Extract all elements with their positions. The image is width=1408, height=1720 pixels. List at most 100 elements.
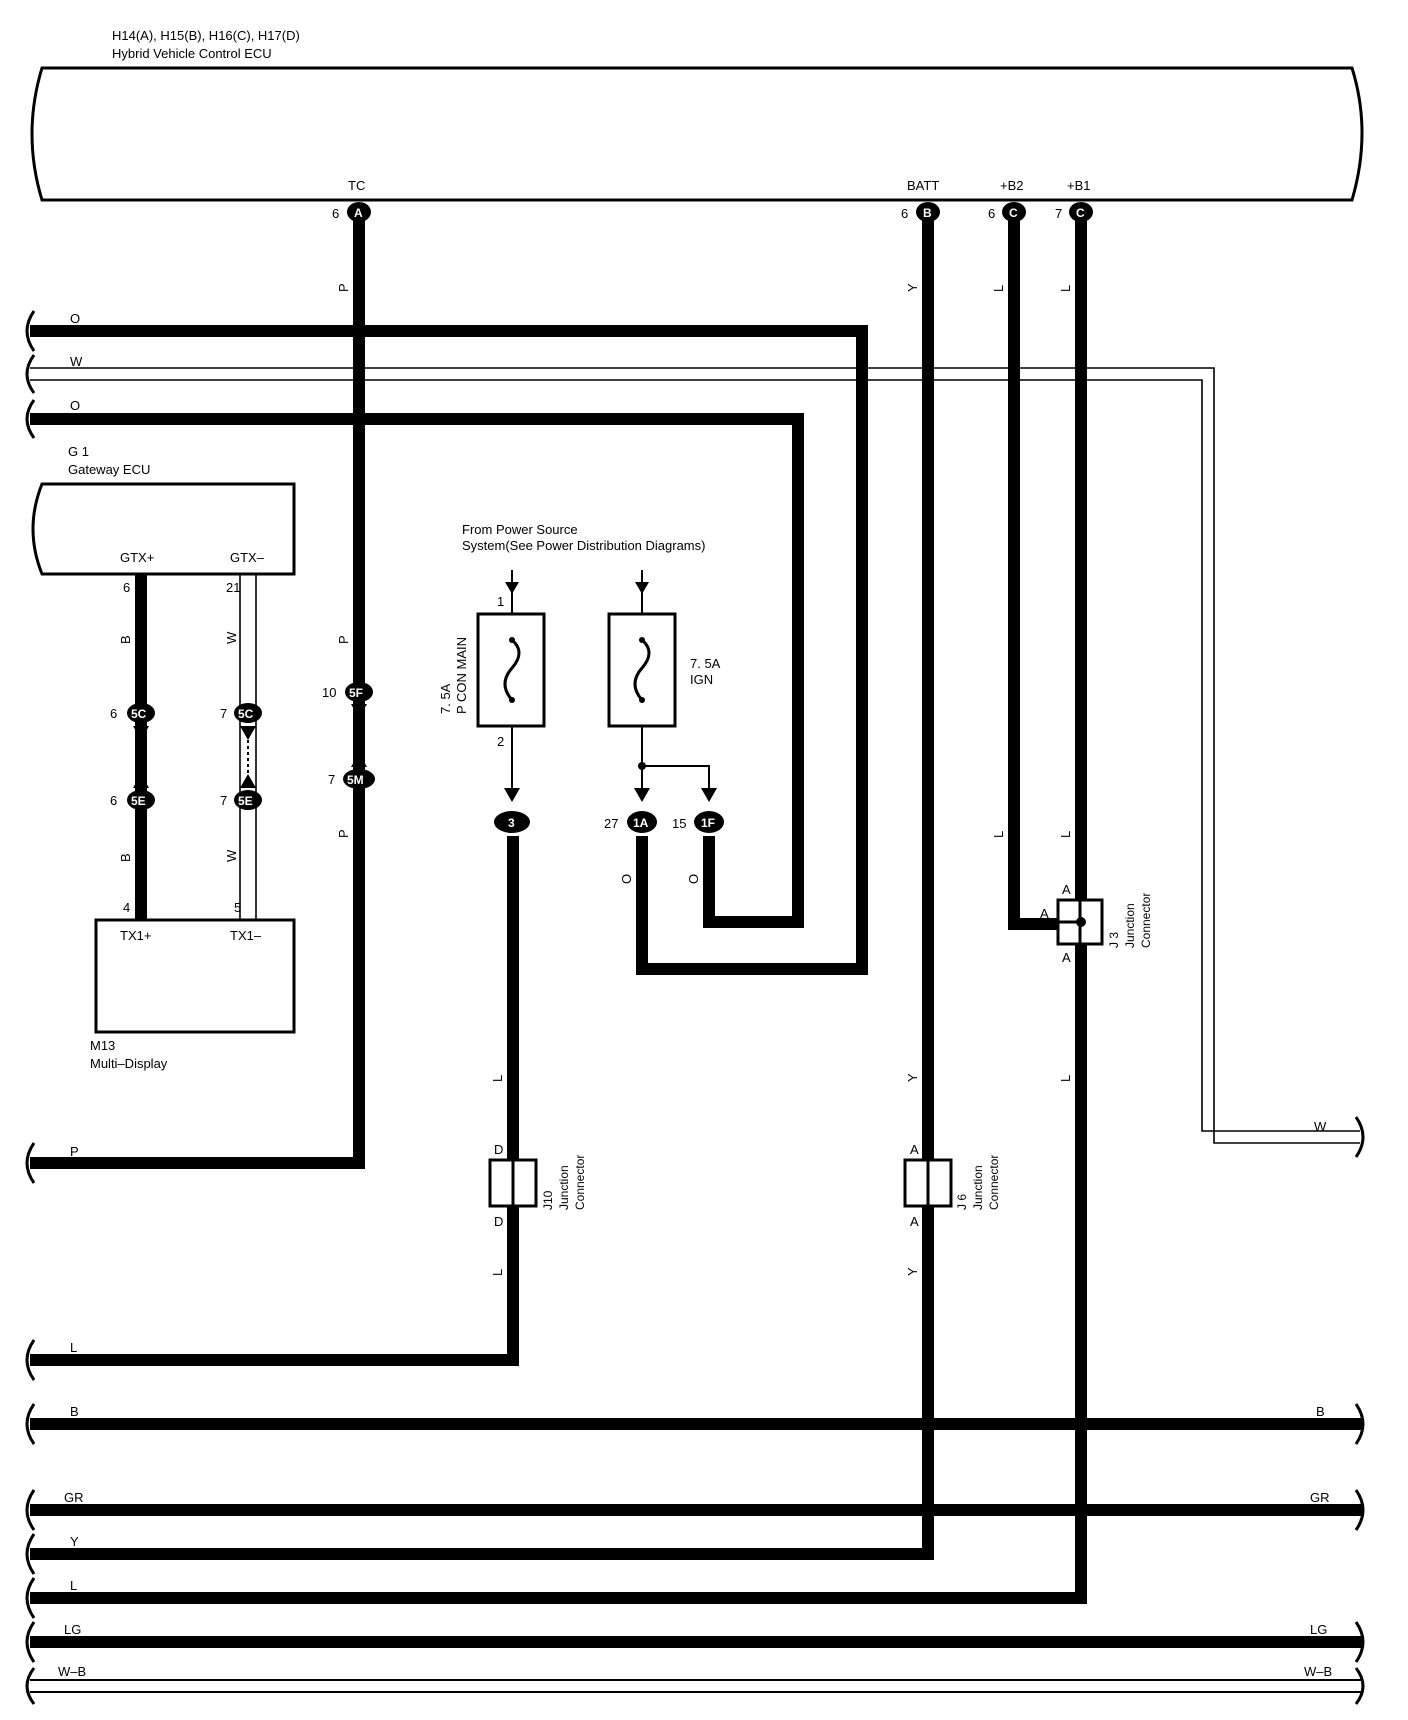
svg-text:5C: 5C [131, 707, 147, 721]
ecu-terminal-b1: +B1 [1067, 178, 1091, 193]
svg-text:L: L [1058, 1075, 1073, 1082]
fuse-ign-name: IGN [690, 672, 713, 687]
fuse-pcon-name: P CON MAIN [454, 637, 469, 714]
power-source-line2: System(See Power Distribution Diagrams) [462, 538, 705, 553]
wire-l-j10 [30, 836, 519, 1366]
svg-text:6: 6 [332, 206, 339, 221]
display-pin-tx1-plus: TX1+ [120, 928, 151, 943]
svg-text:L: L [490, 1075, 505, 1082]
gateway-ecu-box [31, 482, 296, 576]
j6-pin-bottom: A [910, 1214, 919, 1229]
ecu-conn-tc: 6 A [332, 202, 371, 222]
wire-o-1f-loop [30, 413, 804, 928]
ecu-conn-b2: 6 C [988, 202, 1026, 222]
svg-text:Y: Y [905, 1267, 920, 1276]
svg-text:27: 27 [604, 816, 618, 831]
svg-text:LG: LG [1310, 1622, 1327, 1637]
gateway-code: G 1 [68, 444, 89, 459]
svg-text:B: B [118, 635, 133, 644]
chevron-links-5c-5e [133, 726, 256, 788]
svg-text:P: P [70, 1144, 79, 1159]
gateway-name: Gateway ECU [68, 462, 150, 477]
fuse-pcon-amp: 7. 5A [438, 683, 453, 714]
gateway-pin-gtx-plus: GTX+ [120, 550, 154, 565]
svg-text:7: 7 [1055, 206, 1062, 221]
svg-text:L: L [991, 285, 1006, 292]
connector-5f: 10 5F [322, 682, 373, 702]
multi-display-box [94, 918, 296, 1034]
svg-text:5E: 5E [131, 794, 146, 808]
svg-text:C: C [1076, 206, 1085, 220]
junction-j6 [903, 1158, 953, 1208]
svg-text:W: W [224, 631, 239, 644]
power-source-line1: From Power Source [462, 522, 578, 537]
display-pin-num-5: 5 [234, 900, 241, 915]
svg-text:W–B: W–B [1304, 1664, 1332, 1679]
wire-p-tc [30, 210, 365, 1169]
display-name: Multi–Display [90, 1056, 168, 1071]
svg-text:L: L [70, 1340, 77, 1355]
fuse-ign [607, 570, 717, 802]
svg-text:W–B: W–B [58, 1664, 86, 1679]
chevron-links-5f-5m [351, 704, 367, 767]
svg-text:L: L [70, 1578, 77, 1593]
wire-o-1a-loop [30, 325, 868, 975]
wire-break-marks [25, 310, 1365, 1705]
display-code: M13 [90, 1038, 115, 1053]
svg-text:O: O [686, 874, 701, 884]
svg-text:7: 7 [220, 706, 227, 721]
svg-text:Y: Y [905, 1073, 920, 1082]
j10-name-1: Junction [557, 1165, 571, 1210]
connector-5e-right: 7 5E [220, 790, 262, 810]
wire-color-labels: O W O P W L B B GR GR Y L LG LG W–B W–B [58, 311, 1332, 1679]
j10-name-2: Connector [573, 1155, 587, 1210]
ecu-conn-batt: 6 B [901, 202, 940, 222]
svg-text:15: 15 [672, 816, 686, 831]
fuse-ign-amp: 7. 5A [690, 656, 721, 671]
svg-text:L: L [1058, 285, 1073, 292]
svg-text:Y: Y [70, 1534, 79, 1549]
svg-text:1F: 1F [701, 816, 715, 830]
svg-text:B: B [923, 206, 932, 220]
j10-code: J10 [541, 1190, 555, 1210]
svg-text:O: O [70, 311, 80, 326]
svg-text:6: 6 [110, 793, 117, 808]
connector-5m: 7 5M [328, 769, 375, 789]
j6-name-1: Junction [971, 1165, 985, 1210]
svg-text:P: P [336, 829, 351, 838]
wire-w-gateway-display [239, 572, 257, 920]
svg-text:B: B [1316, 1404, 1325, 1419]
svg-text:A: A [354, 206, 363, 220]
fuse-pcon-pin-2: 2 [497, 734, 504, 749]
ecu-terminal-tc: TC [348, 178, 365, 193]
j3-name-2: Connector [1139, 893, 1153, 948]
svg-text:3: 3 [508, 816, 515, 830]
svg-text:6: 6 [988, 206, 995, 221]
wire-y-batt [30, 210, 934, 1560]
j3-name-1: Junction [1123, 903, 1137, 948]
wire-w-top-bus [30, 367, 1360, 1144]
svg-text:B: B [70, 1404, 79, 1419]
gateway-pin-num-21: 21 [226, 580, 240, 595]
svg-text:6: 6 [110, 706, 117, 721]
svg-text:5F: 5F [349, 686, 363, 700]
display-pin-tx1-minus: TX1– [230, 928, 262, 943]
svg-text:1A: 1A [633, 816, 649, 830]
svg-text:Y: Y [905, 283, 920, 292]
svg-text:LG: LG [64, 1622, 81, 1637]
fuse-pcon-pin-1: 1 [497, 594, 504, 609]
junction-j10 [488, 1158, 538, 1208]
connector-1a: 27 1A [604, 811, 657, 833]
gateway-pin-gtx-minus: GTX– [230, 550, 265, 565]
j3-pin-bottom: A [1062, 950, 1071, 965]
connector-5c-left: 6 5C [110, 703, 155, 723]
wire-b2-j3 [1008, 210, 1062, 930]
svg-text:W: W [224, 849, 239, 862]
svg-text:O: O [70, 398, 80, 413]
svg-text:W: W [70, 354, 83, 369]
ecu-title-name: Hybrid Vehicle Control ECU [112, 46, 272, 61]
j10-pin-bottom: D [494, 1214, 503, 1229]
svg-text:L: L [991, 831, 1006, 838]
ecu-terminal-b2: +B2 [1000, 178, 1024, 193]
